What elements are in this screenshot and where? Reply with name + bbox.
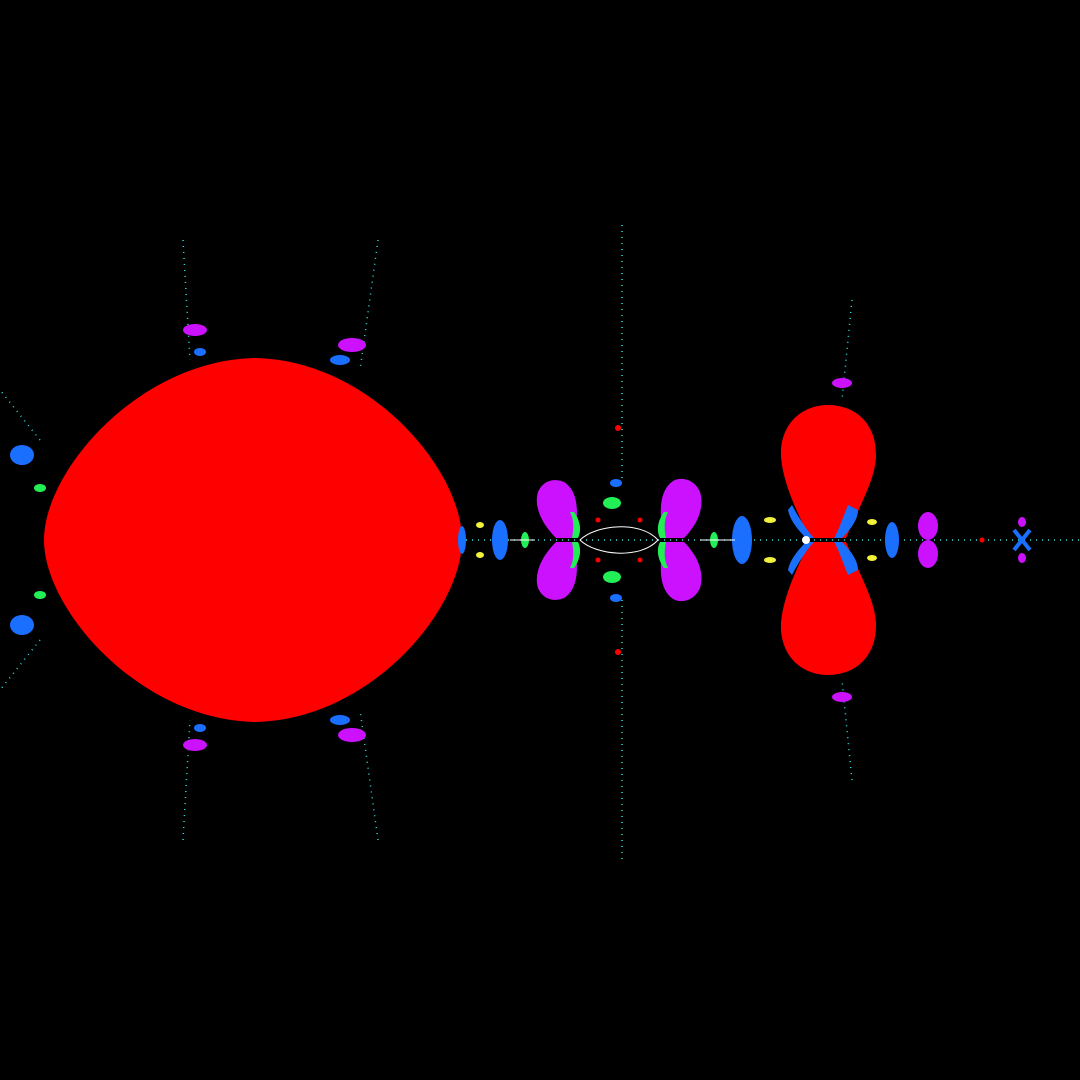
blue-bud-upper-left-a [194,348,206,356]
blue-bulb-axis-1 [492,520,508,560]
green-bud-center-down [603,571,621,583]
main-red-bulb [44,358,462,722]
magenta-bud-edge-down [1018,553,1026,563]
magenta-bud-lower-left-b [338,728,366,742]
right-pinch-point [802,536,810,544]
magenta-bud-right-down [832,692,852,702]
blue-bud-upper-left [330,355,350,365]
magenta-bud-edge-up [1018,517,1026,527]
right-blue-fringe-lower [788,542,858,575]
blue-bulb-red-edge [458,526,466,554]
blue-bulb-far-left-down [10,615,34,635]
filament-far-left-up [0,389,41,441]
green-fringe-left-upper [570,512,581,538]
blue-bud-center-up [610,479,622,487]
blue-bud-lower-left-a [194,724,206,732]
filament-lower-left-a [182,719,191,841]
red-frag-3 [595,517,601,523]
green-bud-center-up [603,497,621,509]
magenta-lobe-far-right-lower [918,540,938,568]
red-frag-7 [979,537,985,543]
right-red-lobe-upper [780,405,876,538]
filament-lines [0,225,1080,860]
right-red-lobe-lower [780,542,876,675]
yellow-frag-4 [476,552,484,558]
magenta-lobe-far-right-upper [918,512,938,540]
green-bud-far-left-up [34,484,46,492]
magenta-lobe-right-lower [660,542,702,602]
blue-bud-center-down [610,594,622,602]
blue-bulb-axis-3 [885,522,899,558]
right-blue-fringe-upper [788,505,858,538]
yellow-frag-3 [476,522,484,528]
magenta-lobe-right-upper [660,478,702,538]
center-diamond-outline [579,526,659,554]
green-fringe-right-upper [657,512,668,538]
blue-bulb-axis-2 [732,516,752,564]
magenta-bud-upper-left-b [338,338,366,352]
magenta-lobe-left-lower [536,542,577,600]
filament-far-left-down [0,639,41,691]
magenta-bud-lower-left-a [183,739,207,751]
red-frag-1 [615,425,621,431]
white-connectors [510,526,735,554]
filament-upper-left-a [182,239,191,361]
red-frag-5 [637,517,643,523]
filament-upper-left-b [359,239,379,371]
green-fringes [34,484,718,599]
green-fringe-right-lower [657,542,668,568]
green-bud-far-left-down [34,591,46,599]
green-fringe-left-lower [570,542,581,568]
magenta-lobe-left-upper [536,480,577,538]
filament-lower-left-b [359,709,379,841]
yellow-frag-1 [764,517,776,523]
magenta-bud-right-up [832,378,852,388]
red-frag-6 [637,557,643,563]
yellow-frag-5 [867,519,877,525]
blue-bulbs [10,348,1032,732]
blue-bud-lower-left [330,715,350,725]
blue-bulb-far-left-up [10,445,34,465]
yellow-frag-2 [764,557,776,563]
magenta-bud-upper-left-a [183,324,207,336]
red-frag-2 [615,649,621,655]
magenta-lobes [183,324,1026,751]
blue-cross-edge [1012,528,1032,552]
yellow-frag-6 [867,555,877,561]
right-red-lobes [780,405,876,675]
red-frag-4 [595,557,601,563]
sparkle-fragments [476,425,985,655]
